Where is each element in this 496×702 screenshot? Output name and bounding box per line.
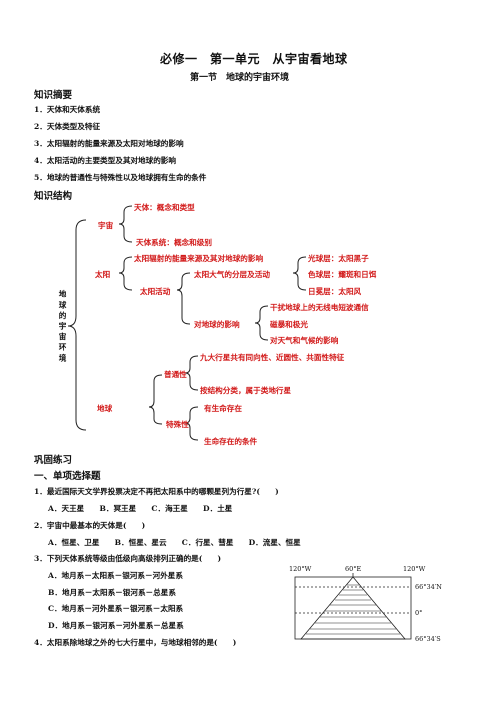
node-diqiu: 地球 [97,404,113,413]
node-seqiu: 色球层：耀斑和日饵 [308,270,377,279]
summary-item: 4．太阳活动的主要类型及其对地球的影响 [34,156,176,165]
node-tiantixitong: 天体系统：概念和级别 [136,238,212,247]
node-putong: 普通性 [164,370,187,379]
structure-heading: 知识结构 [34,191,73,202]
node-huodong: 太阳活动 [140,287,171,296]
summary-item: 5．地球的普通性与特殊性以及地球拥有生命的条件 [34,173,207,182]
node-fushe: 太阳辐射的能量来源及其对地球的影响 [134,254,264,263]
node-qihou: 对天气和气候的影响 [270,336,339,345]
question-3-option: D．地月系－银河系－河外星系－总星系 [48,621,184,630]
knowledge-tree-braces [67,205,307,441]
node-rimian: 日冕层：太阳风 [308,287,362,296]
node-teshu: 特殊性 [166,420,189,429]
map-right-label: 0° [415,609,423,617]
question-3-option: B．地月系－太阳系－银河系－总星系 [48,588,176,597]
practice-section: 一、单项选择题 [34,471,101,482]
summary-item: 3．太阳辐射的能量来源及太阳对地球的影响 [34,139,184,148]
map-right-label: 66°34′S [415,635,441,643]
question-2: 2．宇宙中最基本的天体是( ) [34,521,146,530]
map-figure: 120°W 60°E 120°W 66°34′N 0° 66°34′S [287,565,477,645]
node-guangqiu: 光球层：太阳黑子 [308,254,369,263]
node-yuzhou: 宇宙 [98,221,114,230]
node-tiaojian: 生命存在的条件 [204,437,258,446]
node-taiyang: 太阳 [95,270,111,279]
page-title: 必修一 第一单元 从宇宙看地球 [160,52,348,66]
map-top-label: 60°E [345,565,362,573]
node-cibao: 磁暴和极光 [270,320,308,329]
node-daqi: 太阳大气的分层及活动 [194,270,270,279]
section-subtitle: 第一节 地球的宇宙环境 [190,73,290,83]
map-top-label: 120°W [289,565,312,573]
node-jiuda: 九大行星共有同向性、近圆性、共面性特征 [200,353,345,362]
question-2-options: A．恒星、卫星 B．恒星、星云 C．行星、彗星 D．流星、恒星 [48,538,301,547]
node-tianti: 天体：概念和类型 [134,203,195,212]
question-3-option: C．地月系－河外星系－银河系－太阳系 [48,604,184,613]
summary-heading: 知识摘要 [34,90,73,101]
map-diagram [294,573,412,640]
summary-item: 2．天体类型及特征 [34,122,101,131]
node-jiegou: 按结构分类，属于类地行星 [200,386,292,395]
summary-item: 1．天体和天体系统 [34,105,101,114]
question-1: 1．最近国际天文学界投票决定不再把太阳系中的哪颗星列为行星?( ) [34,487,279,496]
map-right-label: 66°34′N [415,583,442,591]
question-3-option: A．地月系－太阳系－银河系－河外星系 [48,571,183,580]
question-3: 3．下列天体系统等级由低级向高级排列正确的是( ) [34,554,222,563]
node-yingxiang: 对地球的影响 [194,320,240,329]
map-top-label: 120°W [403,565,426,573]
practice-heading: 巩固练习 [34,455,73,466]
node-ganrao: 干扰地球上的无线电短波通信 [270,303,369,312]
question-4: 4．太阳系除地球之外的七大行星中，与地球相邻的是( ) [34,638,237,647]
question-1-options: A．天王星 B．冥王星 C．海王星 D．土星 [48,504,233,513]
tree-root-label: 地球的宇宙环境 [58,290,67,365]
node-shengming: 有生命存在 [204,404,242,413]
